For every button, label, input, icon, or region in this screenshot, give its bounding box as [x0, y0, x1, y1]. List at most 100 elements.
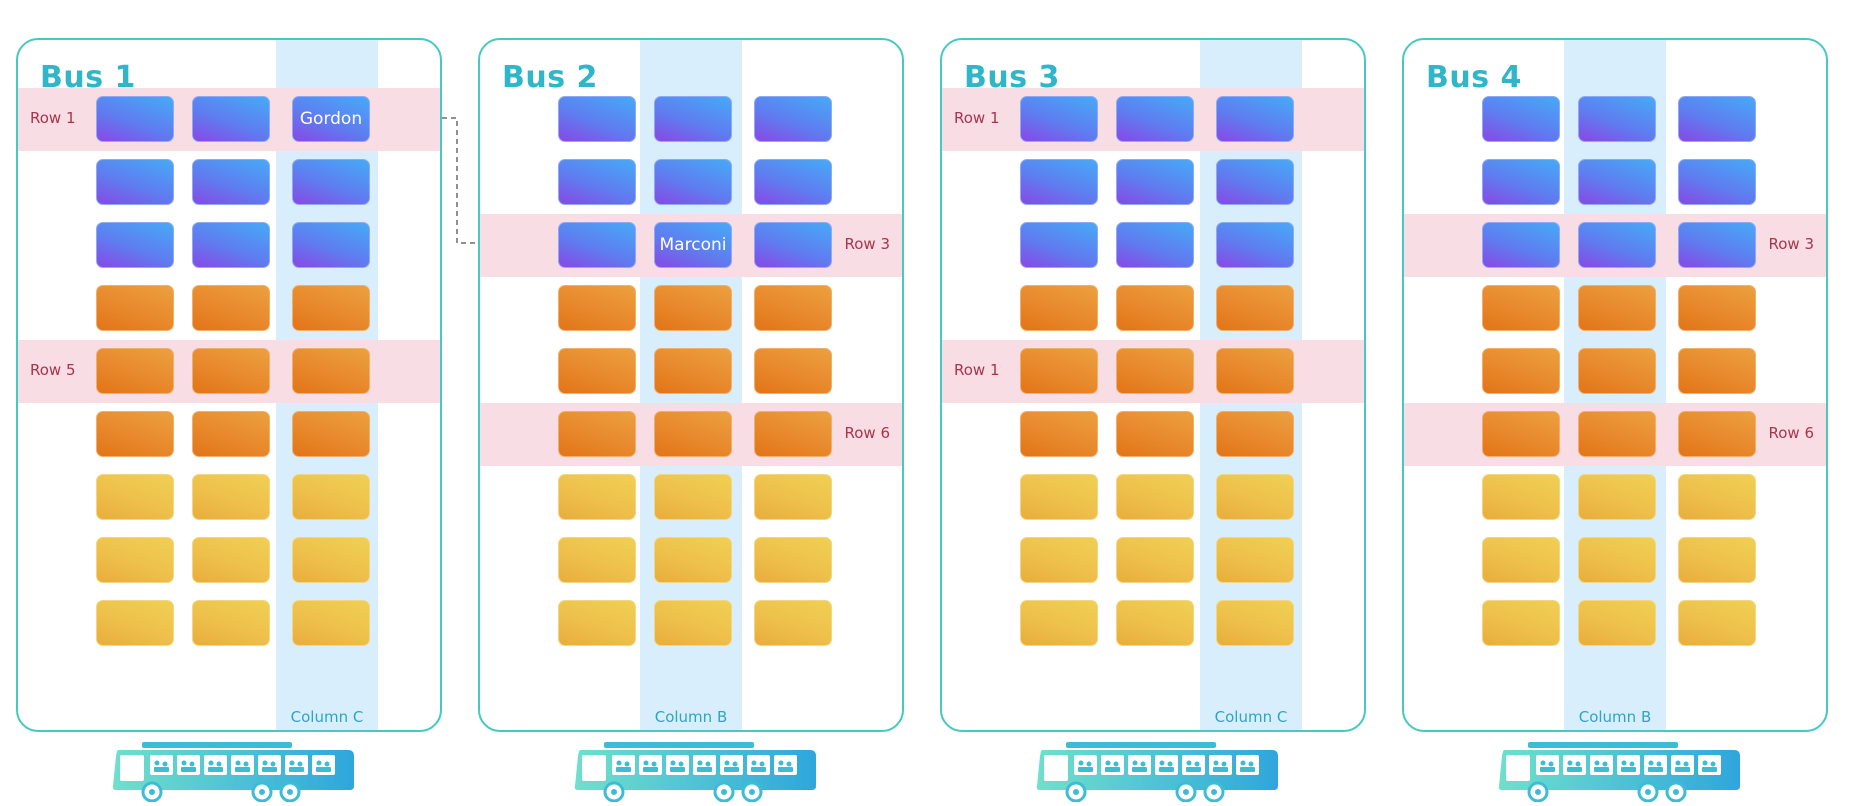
- seat[interactable]: [1116, 159, 1194, 205]
- seat[interactable]: [654, 285, 732, 331]
- seat[interactable]: [1578, 537, 1656, 583]
- seat[interactable]: [1116, 537, 1194, 583]
- seat[interactable]: [558, 96, 636, 142]
- seat[interactable]: [754, 348, 832, 394]
- seat[interactable]: [192, 285, 270, 331]
- seat[interactable]: [1578, 96, 1656, 142]
- seat[interactable]: [1482, 222, 1560, 268]
- seat[interactable]: [1020, 285, 1098, 331]
- seat[interactable]: [96, 222, 174, 268]
- seat[interactable]: [1116, 474, 1194, 520]
- seat[interactable]: [192, 600, 270, 646]
- seat[interactable]: [96, 411, 174, 457]
- seat[interactable]: [1116, 348, 1194, 394]
- seat[interactable]: [558, 537, 636, 583]
- seat[interactable]: [96, 537, 174, 583]
- seat[interactable]: [754, 285, 832, 331]
- seat[interactable]: [1678, 600, 1756, 646]
- seat[interactable]: [1216, 96, 1294, 142]
- seat-occupied[interactable]: Marconi: [654, 222, 732, 268]
- seat[interactable]: [292, 222, 370, 268]
- seat[interactable]: [1020, 600, 1098, 646]
- seat[interactable]: [192, 159, 270, 205]
- seat-occupied[interactable]: Gordon: [292, 96, 370, 142]
- seat[interactable]: [292, 474, 370, 520]
- seat[interactable]: [654, 474, 732, 520]
- seat[interactable]: [96, 600, 174, 646]
- seat[interactable]: [1482, 348, 1560, 394]
- seat[interactable]: [1116, 600, 1194, 646]
- seat[interactable]: [292, 348, 370, 394]
- seat[interactable]: [192, 222, 270, 268]
- seat[interactable]: [1678, 96, 1756, 142]
- seat[interactable]: [292, 411, 370, 457]
- seat[interactable]: [1116, 285, 1194, 331]
- seat[interactable]: [558, 285, 636, 331]
- seat[interactable]: [1482, 285, 1560, 331]
- seat[interactable]: [558, 411, 636, 457]
- seat[interactable]: [1020, 222, 1098, 268]
- seat[interactable]: [654, 96, 732, 142]
- seat[interactable]: [754, 411, 832, 457]
- seat[interactable]: [1482, 159, 1560, 205]
- seat[interactable]: [192, 411, 270, 457]
- seat[interactable]: [292, 285, 370, 331]
- seat[interactable]: [754, 600, 832, 646]
- seat[interactable]: [1578, 159, 1656, 205]
- seat[interactable]: [1678, 474, 1756, 520]
- seat[interactable]: [558, 600, 636, 646]
- seat[interactable]: [1216, 222, 1294, 268]
- seat[interactable]: [96, 159, 174, 205]
- seat[interactable]: [1578, 474, 1656, 520]
- seat[interactable]: [1020, 96, 1098, 142]
- seat[interactable]: [1482, 96, 1560, 142]
- seat[interactable]: [558, 474, 636, 520]
- seat[interactable]: [1020, 474, 1098, 520]
- seat[interactable]: [1482, 537, 1560, 583]
- seat[interactable]: [754, 474, 832, 520]
- seat[interactable]: [654, 159, 732, 205]
- seat[interactable]: [1020, 537, 1098, 583]
- seat[interactable]: [1482, 474, 1560, 520]
- seat[interactable]: [1578, 348, 1656, 394]
- seat[interactable]: [1678, 348, 1756, 394]
- seat[interactable]: [292, 600, 370, 646]
- seat[interactable]: [654, 411, 732, 457]
- seat[interactable]: [1678, 411, 1756, 457]
- seat[interactable]: [1678, 537, 1756, 583]
- seat[interactable]: [754, 537, 832, 583]
- seat[interactable]: [654, 600, 732, 646]
- seat[interactable]: [754, 96, 832, 142]
- seat[interactable]: [558, 348, 636, 394]
- seat[interactable]: [1482, 600, 1560, 646]
- seat[interactable]: [1678, 285, 1756, 331]
- seat[interactable]: [654, 537, 732, 583]
- seat[interactable]: [754, 159, 832, 205]
- seat[interactable]: [1020, 411, 1098, 457]
- seat[interactable]: [1482, 411, 1560, 457]
- seat[interactable]: [1116, 222, 1194, 268]
- seat[interactable]: [1216, 159, 1294, 205]
- seat[interactable]: [1116, 96, 1194, 142]
- seat[interactable]: [754, 222, 832, 268]
- seat[interactable]: [292, 159, 370, 205]
- seat[interactable]: [1578, 600, 1656, 646]
- seat[interactable]: [1216, 411, 1294, 457]
- seat[interactable]: [96, 348, 174, 394]
- seat[interactable]: [1020, 348, 1098, 394]
- seat[interactable]: [192, 348, 270, 394]
- seat[interactable]: [96, 96, 174, 142]
- seat[interactable]: [1678, 222, 1756, 268]
- seat[interactable]: [96, 474, 174, 520]
- seat[interactable]: [1216, 537, 1294, 583]
- seat[interactable]: [1678, 159, 1756, 205]
- seat[interactable]: [1216, 348, 1294, 394]
- seat[interactable]: [292, 537, 370, 583]
- seat[interactable]: [558, 222, 636, 268]
- seat[interactable]: [96, 285, 174, 331]
- seat[interactable]: [192, 96, 270, 142]
- seat[interactable]: [1216, 285, 1294, 331]
- seat[interactable]: [192, 474, 270, 520]
- seat[interactable]: [558, 159, 636, 205]
- seat[interactable]: [1578, 285, 1656, 331]
